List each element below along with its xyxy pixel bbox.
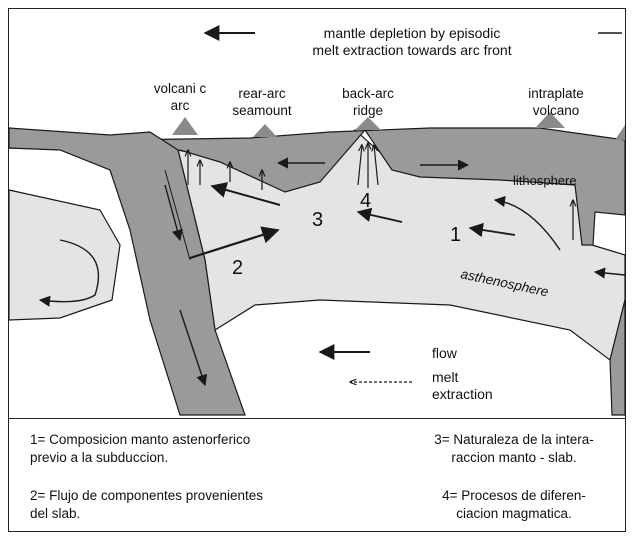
number-4: 4 xyxy=(360,190,371,212)
back-arc-ridge-cone xyxy=(355,117,381,130)
label-back-arc: back-arc xyxy=(342,86,394,101)
legend-item-2-line-1: 2= Flujo de componentes provenientes xyxy=(30,487,263,505)
header-line-2: melt extraction towards arc front xyxy=(312,42,511,58)
legend-item-3-line-2: raccion manto - slab. xyxy=(406,449,622,467)
key-melt-label: melt xyxy=(432,369,459,385)
label-rear-arc: rear-arc xyxy=(238,86,286,101)
left-mantle-region xyxy=(9,190,120,320)
label-rear-arc: seamount xyxy=(232,103,292,118)
right-volcano-cone xyxy=(615,125,625,140)
key-flow-label: flow xyxy=(432,345,458,361)
label-volcanic-arc: volcani c xyxy=(154,81,207,96)
legend-item-1: 1= Composicion manto astenorferico previ… xyxy=(30,431,250,467)
label-back-arc: ridge xyxy=(353,103,383,118)
legend-item-1-line-1: 1= Composicion manto astenorferico xyxy=(30,431,250,449)
legend-item-4-line-1: 4= Procesos de diferen- xyxy=(406,487,622,505)
volcanic-arc-cone xyxy=(172,117,198,135)
legend-item-4-line-2: ciacion magmatica. xyxy=(406,505,622,523)
key-melt-label: extraction xyxy=(432,386,493,402)
legend-item-1-line-2: previo a la subduccion. xyxy=(30,449,250,467)
number-2: 2 xyxy=(232,257,243,279)
rear-arc-seamount-cone xyxy=(253,124,277,137)
label-intraplate: intraplate xyxy=(528,86,584,101)
legend-item-2-line-2: del slab. xyxy=(30,505,263,523)
legend-box: 1= Composicion manto astenorferico previ… xyxy=(8,418,626,532)
number-1: 1 xyxy=(450,224,461,246)
subduction-diagram: mantle depletion by episodic melt extrac… xyxy=(0,0,634,420)
label-volcanic-arc: arc xyxy=(171,98,190,113)
legend-item-3: 3= Naturaleza de la intera- raccion mant… xyxy=(406,431,622,467)
number-3: 3 xyxy=(312,209,323,231)
legend-item-2: 2= Flujo de componentes provenientes del… xyxy=(30,487,263,523)
legend-item-4: 4= Procesos de diferen- ciacion magmatic… xyxy=(406,487,622,523)
header-line-1: mantle depletion by episodic xyxy=(324,25,501,41)
label-intraplate: volcano xyxy=(533,103,580,118)
label-lithosphere: lithosphere xyxy=(513,173,577,188)
legend-item-3-line-1: 3= Naturaleza de la intera- xyxy=(406,431,622,449)
